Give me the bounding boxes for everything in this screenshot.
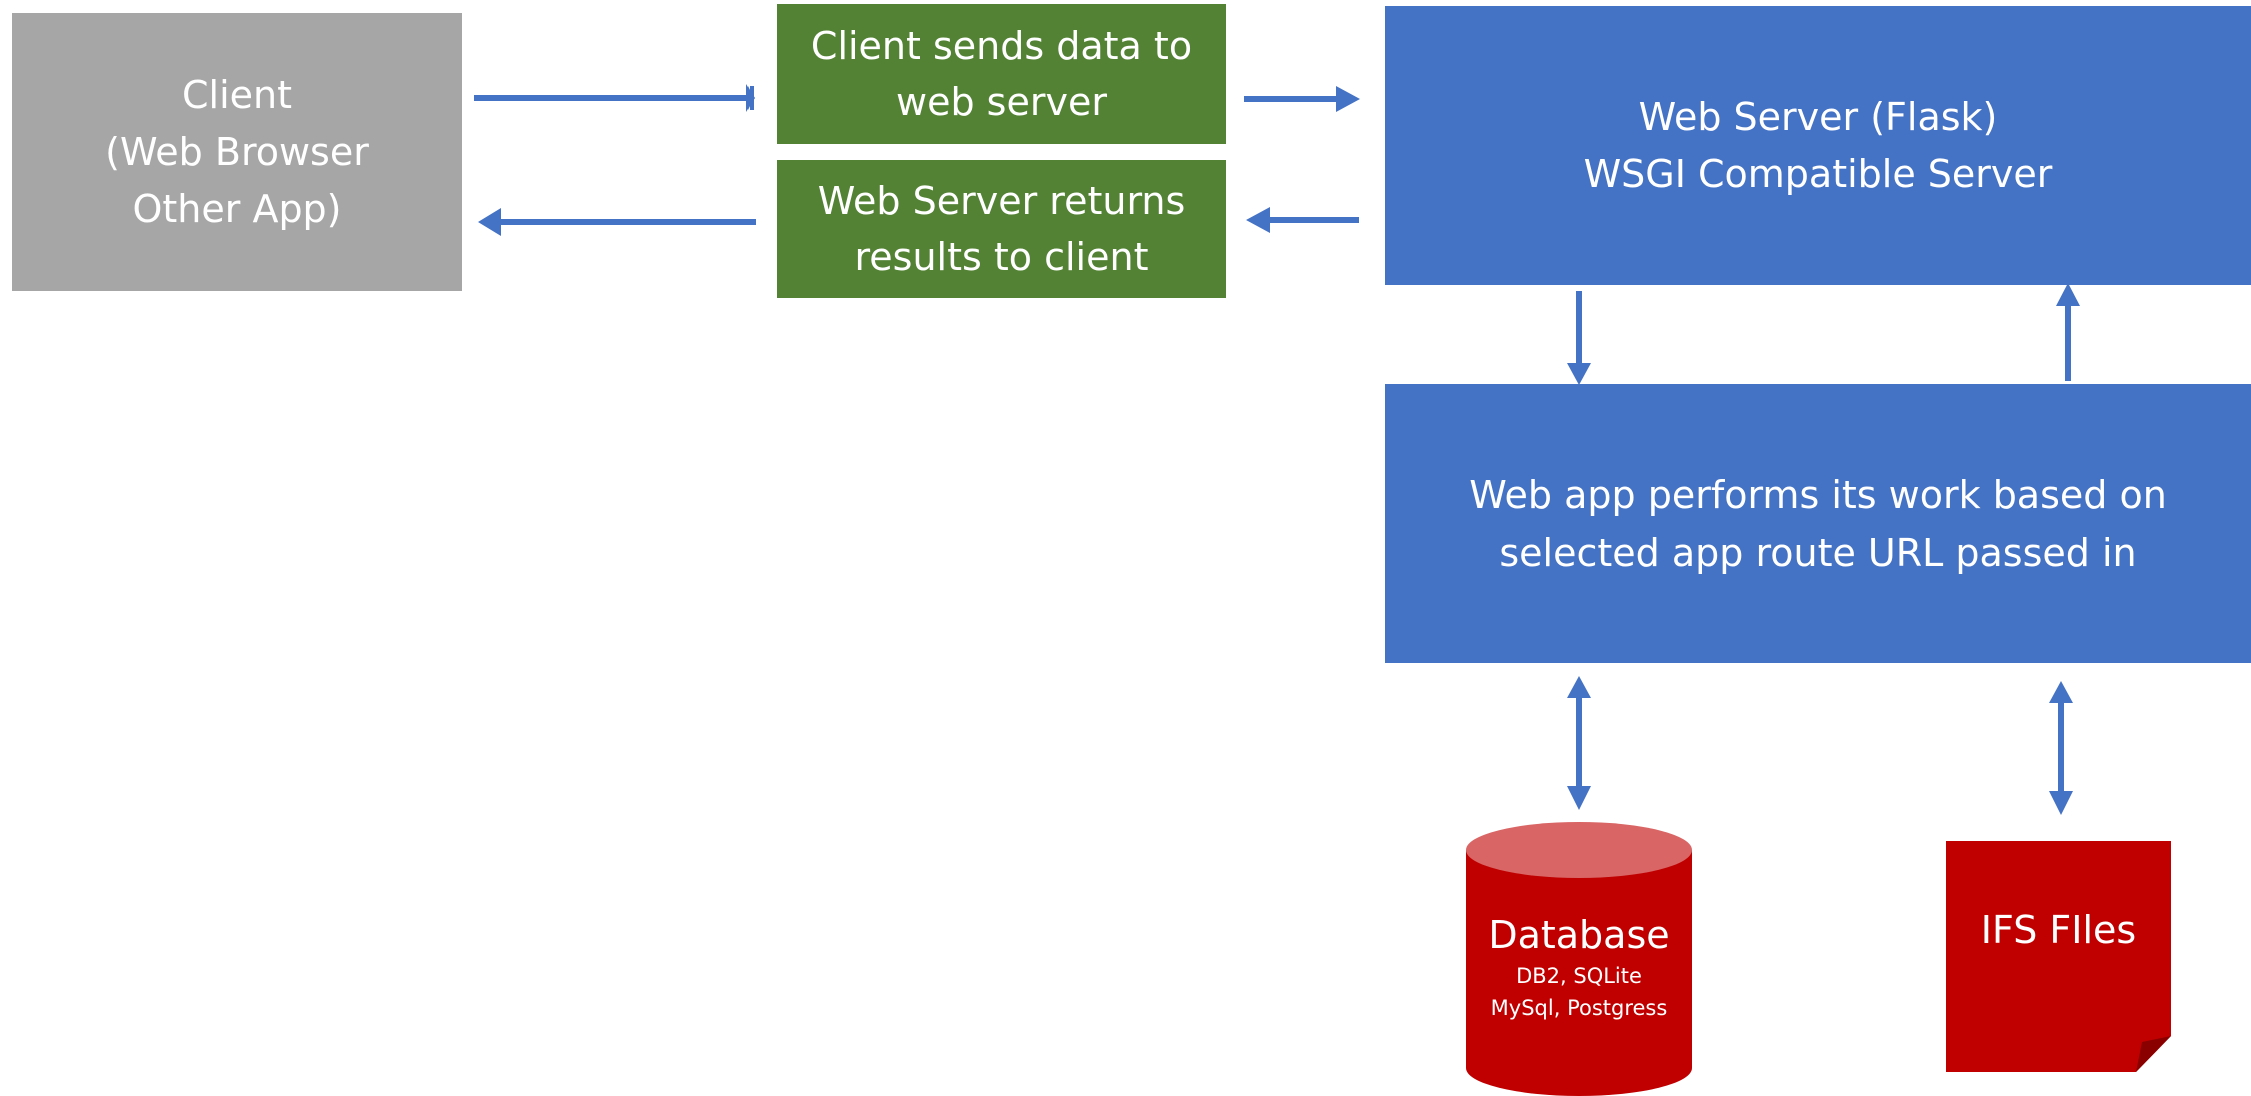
arrow-server-to-webapp [1567,291,1591,385]
client-label-line-1: Client [181,72,292,117]
database-label: Database DB2, SQLite MySql, Postgress [1466,910,1692,1024]
database-types-line-1: DB2, SQLite [1516,964,1642,988]
client-label-line-3: Other App) [132,186,342,231]
arrow-webapp-database [1567,676,1591,810]
return-label-line-2: results to client [854,235,1149,279]
arrow-webapp-to-server [2056,283,2080,381]
web-app-box: Web app performs its work based on selec… [1385,384,2251,663]
database-cylinder-icon [1466,822,1692,1096]
return-label-line-1: Web Server returns [817,179,1186,223]
arrow-webapp-ifs [2049,681,2073,815]
send-label-line-2: web server [896,80,1107,124]
web-server-box: Web Server (Flask) WSGI Compatible Serve… [1385,6,2251,285]
web-app-label-line-1: Web app performs its work based on [1469,472,2167,517]
client-label-line-2: (Web Browser [105,129,369,174]
client-box: Client (Web Browser Other App) [12,13,462,291]
send-label-line-1: Client sends data to [810,24,1193,68]
database-types-line-2: MySql, Postgress [1490,996,1668,1020]
web-server-label-line-1: Web Server (Flask) [1638,94,1998,139]
database-title: Database [1488,913,1670,957]
arrow-server-to-return [1246,207,1359,233]
ifs-files-label: IFS FIles [1980,908,2137,952]
web-app-label-line-2: selected app route URL passed in [1499,530,2137,575]
arrow-client-to-send [474,84,755,112]
ifs-files-document-icon [1946,841,2171,1072]
server-returns-results-box: Web Server returns results to client [777,160,1226,298]
client-sends-data-box: Client sends data to web server [777,4,1226,144]
web-server-label-line-2: WSGI Compatible Server [1583,151,2053,196]
arrow-send-to-server [1244,86,1360,112]
arrow-return-to-client [478,208,756,236]
